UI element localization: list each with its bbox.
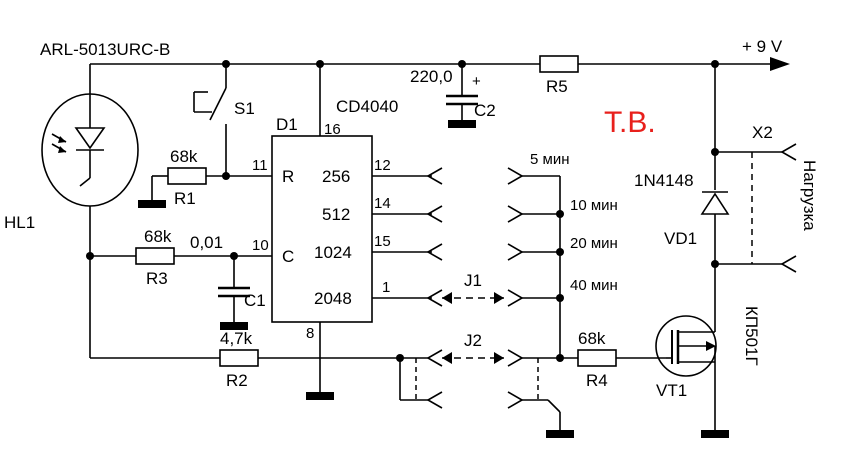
resistor-r5 — [539, 55, 579, 73]
resistor-r4 — [560, 349, 666, 367]
load-label: Нагрузка — [800, 160, 819, 231]
brand-label: Т.В. — [604, 106, 656, 139]
ic-part-label: CD4040 — [336, 97, 398, 116]
ic-pin-14: 14 — [374, 195, 391, 212]
jumper-j2 — [399, 349, 574, 438]
ic-pin-12: 12 — [374, 157, 391, 174]
r3-label: R3 — [146, 269, 168, 288]
j2-label: J2 — [464, 331, 482, 350]
ic-pin-10: 10 — [252, 237, 269, 254]
ic-q2048-label: 2048 — [314, 289, 352, 308]
resistor-r3 — [90, 247, 272, 265]
ic-reset-label: R — [282, 167, 294, 186]
c1-value-label: 0,01 — [190, 233, 223, 252]
timer-40-label: 40 мин — [570, 277, 618, 294]
junction-dot — [556, 210, 564, 218]
hl1-label: HL1 — [4, 213, 35, 232]
resistor-r1 — [138, 167, 226, 208]
ic-pin-8: 8 — [306, 325, 314, 342]
j1-label: J1 — [464, 271, 482, 290]
r3-value-label: 68k — [144, 227, 172, 246]
r1-value-label: 68k — [170, 147, 198, 166]
diode-part-label: 1N4148 — [634, 171, 694, 190]
junction-dot — [556, 294, 564, 302]
ic-pin-15: 15 — [374, 233, 391, 250]
ic-q1024-label: 1024 — [314, 243, 352, 262]
output-connectors — [426, 167, 443, 307]
timer-10-label: 10 мин — [570, 197, 618, 214]
fet-part-label: КП501Г — [742, 306, 761, 366]
c2-label: C2 — [474, 101, 496, 120]
ic-clock-label: C — [282, 247, 294, 266]
ic-q512-label: 512 — [322, 205, 350, 224]
r5-label: R5 — [546, 77, 568, 96]
vt1-label: VT1 — [656, 381, 687, 400]
ic-d1 — [271, 64, 432, 400]
ic-pin-1: 1 — [382, 279, 390, 296]
load-connector-x2 — [715, 143, 797, 273]
junction-dot — [556, 248, 564, 256]
r4-label: R4 — [586, 371, 608, 390]
diode-vd1 — [700, 64, 730, 264]
timer-5-label: 5 мин — [530, 151, 570, 168]
r1-label: R1 — [174, 189, 196, 208]
timer-selector — [507, 167, 561, 358]
led-part-label: ARL-5013URC-B — [40, 40, 170, 59]
x2-label: X2 — [752, 123, 773, 142]
jumper-j1 — [442, 292, 504, 304]
r2-label: R2 — [226, 371, 248, 390]
d1-label: D1 — [276, 115, 298, 134]
supply-label: + 9 V — [742, 37, 783, 56]
capacitor-c2 — [446, 64, 478, 128]
ic-pin-16: 16 — [324, 121, 341, 138]
c1-label: C1 — [244, 291, 266, 310]
ic-pin-11: 11 — [252, 157, 268, 174]
ic-q256-label: 256 — [322, 167, 350, 186]
resistor-r2 — [90, 349, 400, 367]
mosfet-vt1 — [655, 264, 729, 438]
c2-plus-label: + — [472, 73, 481, 90]
r4-value-label: 68k — [578, 329, 606, 348]
led-hl1 — [41, 64, 139, 358]
timer-20-label: 20 мин — [570, 235, 618, 252]
s1-label: S1 — [234, 99, 255, 118]
switch-s1 — [193, 64, 272, 177]
r2-value-label: 4,7k — [220, 329, 253, 348]
capacitor-c1 — [218, 256, 250, 330]
vd1-label: VD1 — [664, 229, 697, 248]
c2-value-label: 220,0 — [410, 67, 453, 86]
